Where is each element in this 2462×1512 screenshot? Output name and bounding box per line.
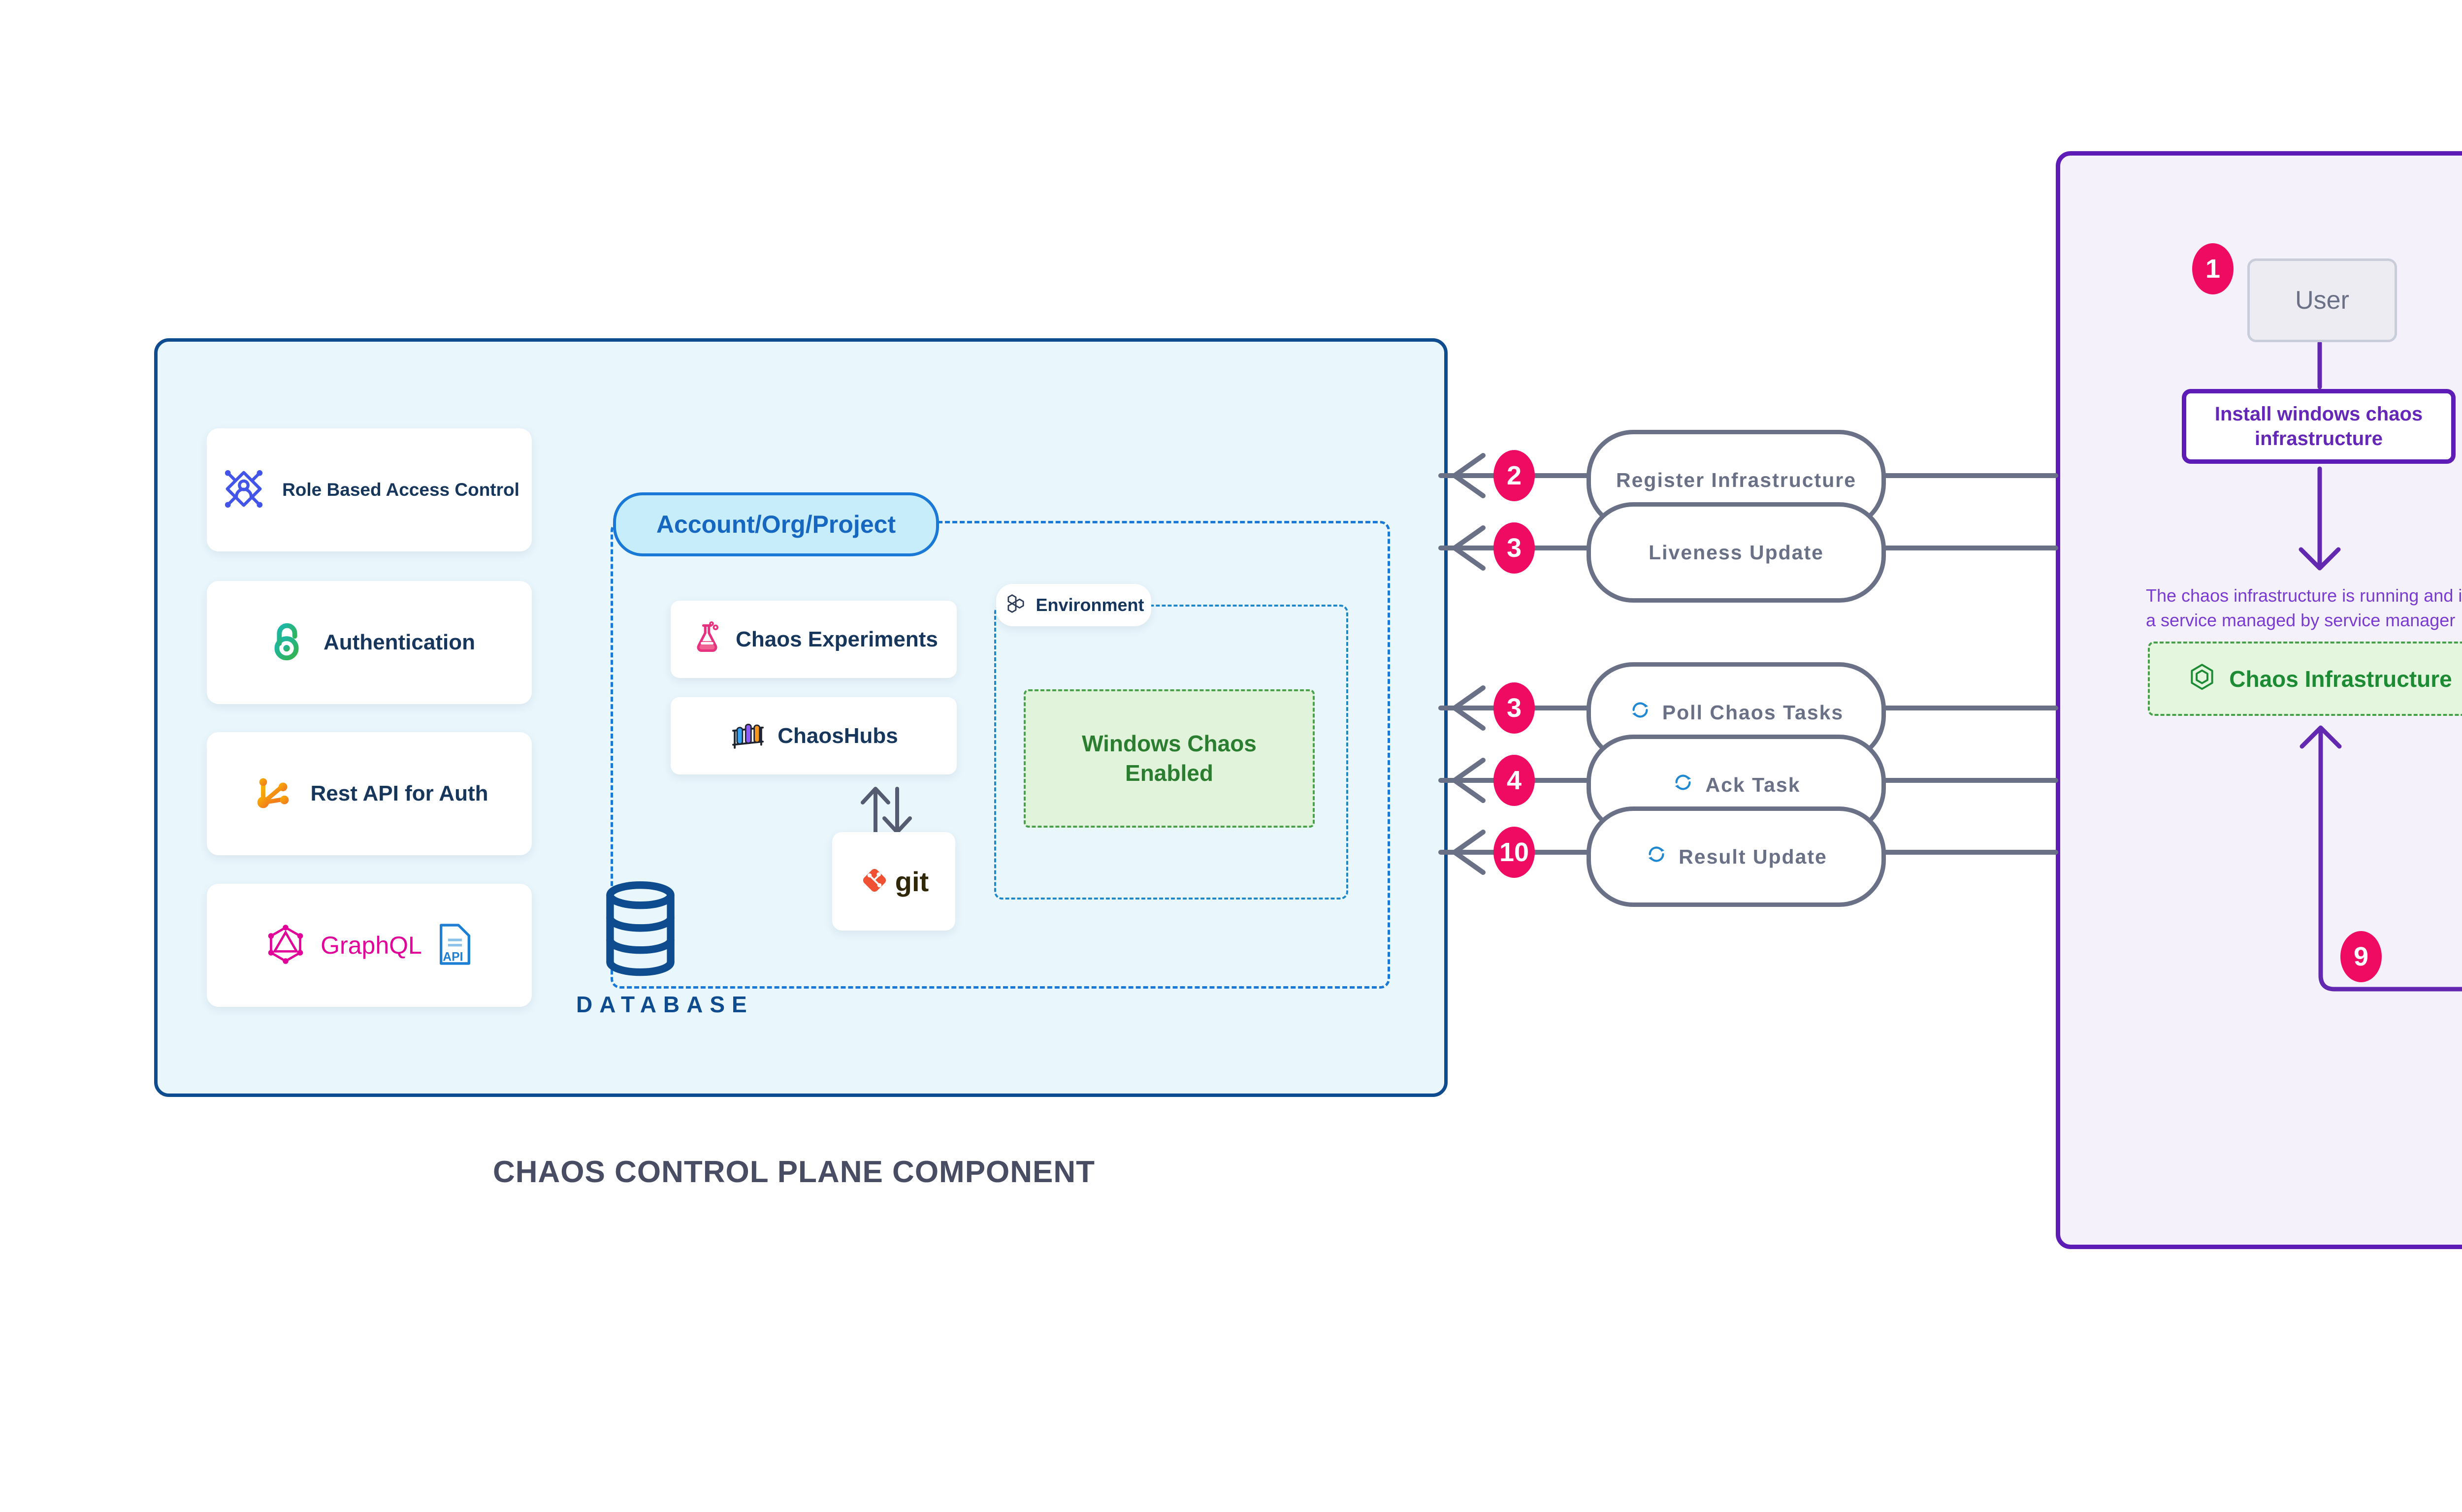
step-badge-4: 4	[1493, 755, 1535, 806]
chaoshubs-git-up-arrowhead	[861, 787, 890, 804]
chaos-experiments-label: Chaos Experiments	[736, 627, 938, 651]
step-badge-3b: 3	[1493, 682, 1535, 734]
flow-arrowhead-liveness	[1452, 525, 1486, 571]
database-icon	[602, 881, 679, 982]
control-plane-title: CHAOS CONTROL PLANE COMPONENT	[492, 1155, 1096, 1189]
rest-api-label: Rest API for Auth	[310, 781, 488, 805]
chaos-experiments-card: Chaos Experiments	[671, 601, 957, 678]
install-infrastructure-box: Install windows chaos infrastructure	[2182, 389, 2456, 464]
api-doc-icon: API	[436, 922, 474, 969]
step-badge-9: 9	[2340, 931, 2382, 982]
pill-liveness-update: Liveness Update	[1587, 502, 1886, 603]
svg-text:API: API	[443, 950, 463, 964]
step-badge-3a: 3	[1493, 522, 1535, 574]
flow-arrowhead-register	[1452, 453, 1486, 498]
chaoshubs-label: ChaosHubs	[777, 723, 898, 748]
chaoshubs-card: ChaosHubs	[671, 697, 957, 774]
step-badge-10: 10	[1493, 827, 1535, 878]
graphql-label: GraphQL	[321, 932, 422, 959]
authentication-card: Authentication	[207, 581, 532, 704]
generate-to-infra-arrowhead	[2300, 725, 2342, 749]
auth-lock-icon	[263, 618, 310, 667]
test-tube-rack-icon	[729, 716, 767, 756]
user-box: User	[2247, 258, 2397, 342]
install-down-arrowhead	[2299, 547, 2341, 571]
step-badge-1: 1	[2192, 243, 2234, 294]
graphql-icon	[264, 923, 307, 968]
graphql-card: GraphQL API	[207, 884, 532, 1007]
git-label: git	[895, 866, 929, 897]
running-note: The chaos infrastructure is running and …	[2146, 585, 2462, 630]
windows-chaos-enabled-box: Windows Chaos Enabled	[1024, 689, 1315, 828]
pill-result-update: Result Update	[1587, 806, 1886, 907]
sync-icon	[1629, 699, 1652, 726]
sync-icon	[1645, 843, 1668, 870]
rest-api-icon	[251, 770, 297, 818]
git-card: git	[832, 832, 955, 931]
execution-plane-title: CHAOS EXECUTION PLANE COMPONENT	[2442, 1316, 2462, 1351]
environment-container	[994, 605, 1348, 900]
step-badge-2: 2	[1493, 450, 1535, 501]
chaos-infrastructure-hexagon-icon	[2187, 662, 2217, 695]
rbac-icon	[219, 464, 268, 516]
environment-label: Environment	[1036, 595, 1144, 615]
sync-icon	[1672, 771, 1694, 799]
git-icon	[859, 865, 890, 899]
rest-api-card: Rest API for Auth	[207, 732, 532, 855]
rbac-card: Role Based Access Control	[207, 428, 532, 551]
rbac-label: Role Based Access Control	[282, 480, 519, 500]
flow-arrowhead-ack	[1452, 758, 1486, 803]
flask-icon	[689, 620, 725, 658]
chaos-infrastructure-label: Chaos Infrastructure	[2229, 666, 2452, 692]
flow-arrowhead-result	[1452, 830, 1486, 875]
flow-arrowhead-poll	[1452, 685, 1486, 731]
generate-to-infra-line	[2318, 727, 2462, 992]
database-label: DATABASE	[576, 992, 754, 1017]
account-org-project-pill: Account/Org/Project	[613, 492, 939, 556]
account-org-project-container	[611, 521, 1390, 989]
database: DATABASE	[576, 881, 754, 1018]
hexagon-cluster-icon	[1003, 591, 1029, 619]
chaos-infrastructure-box: Chaos Infrastructure	[2148, 642, 2462, 716]
authentication-label: Authentication	[324, 630, 475, 654]
environment-chip: Environment	[996, 584, 1151, 626]
